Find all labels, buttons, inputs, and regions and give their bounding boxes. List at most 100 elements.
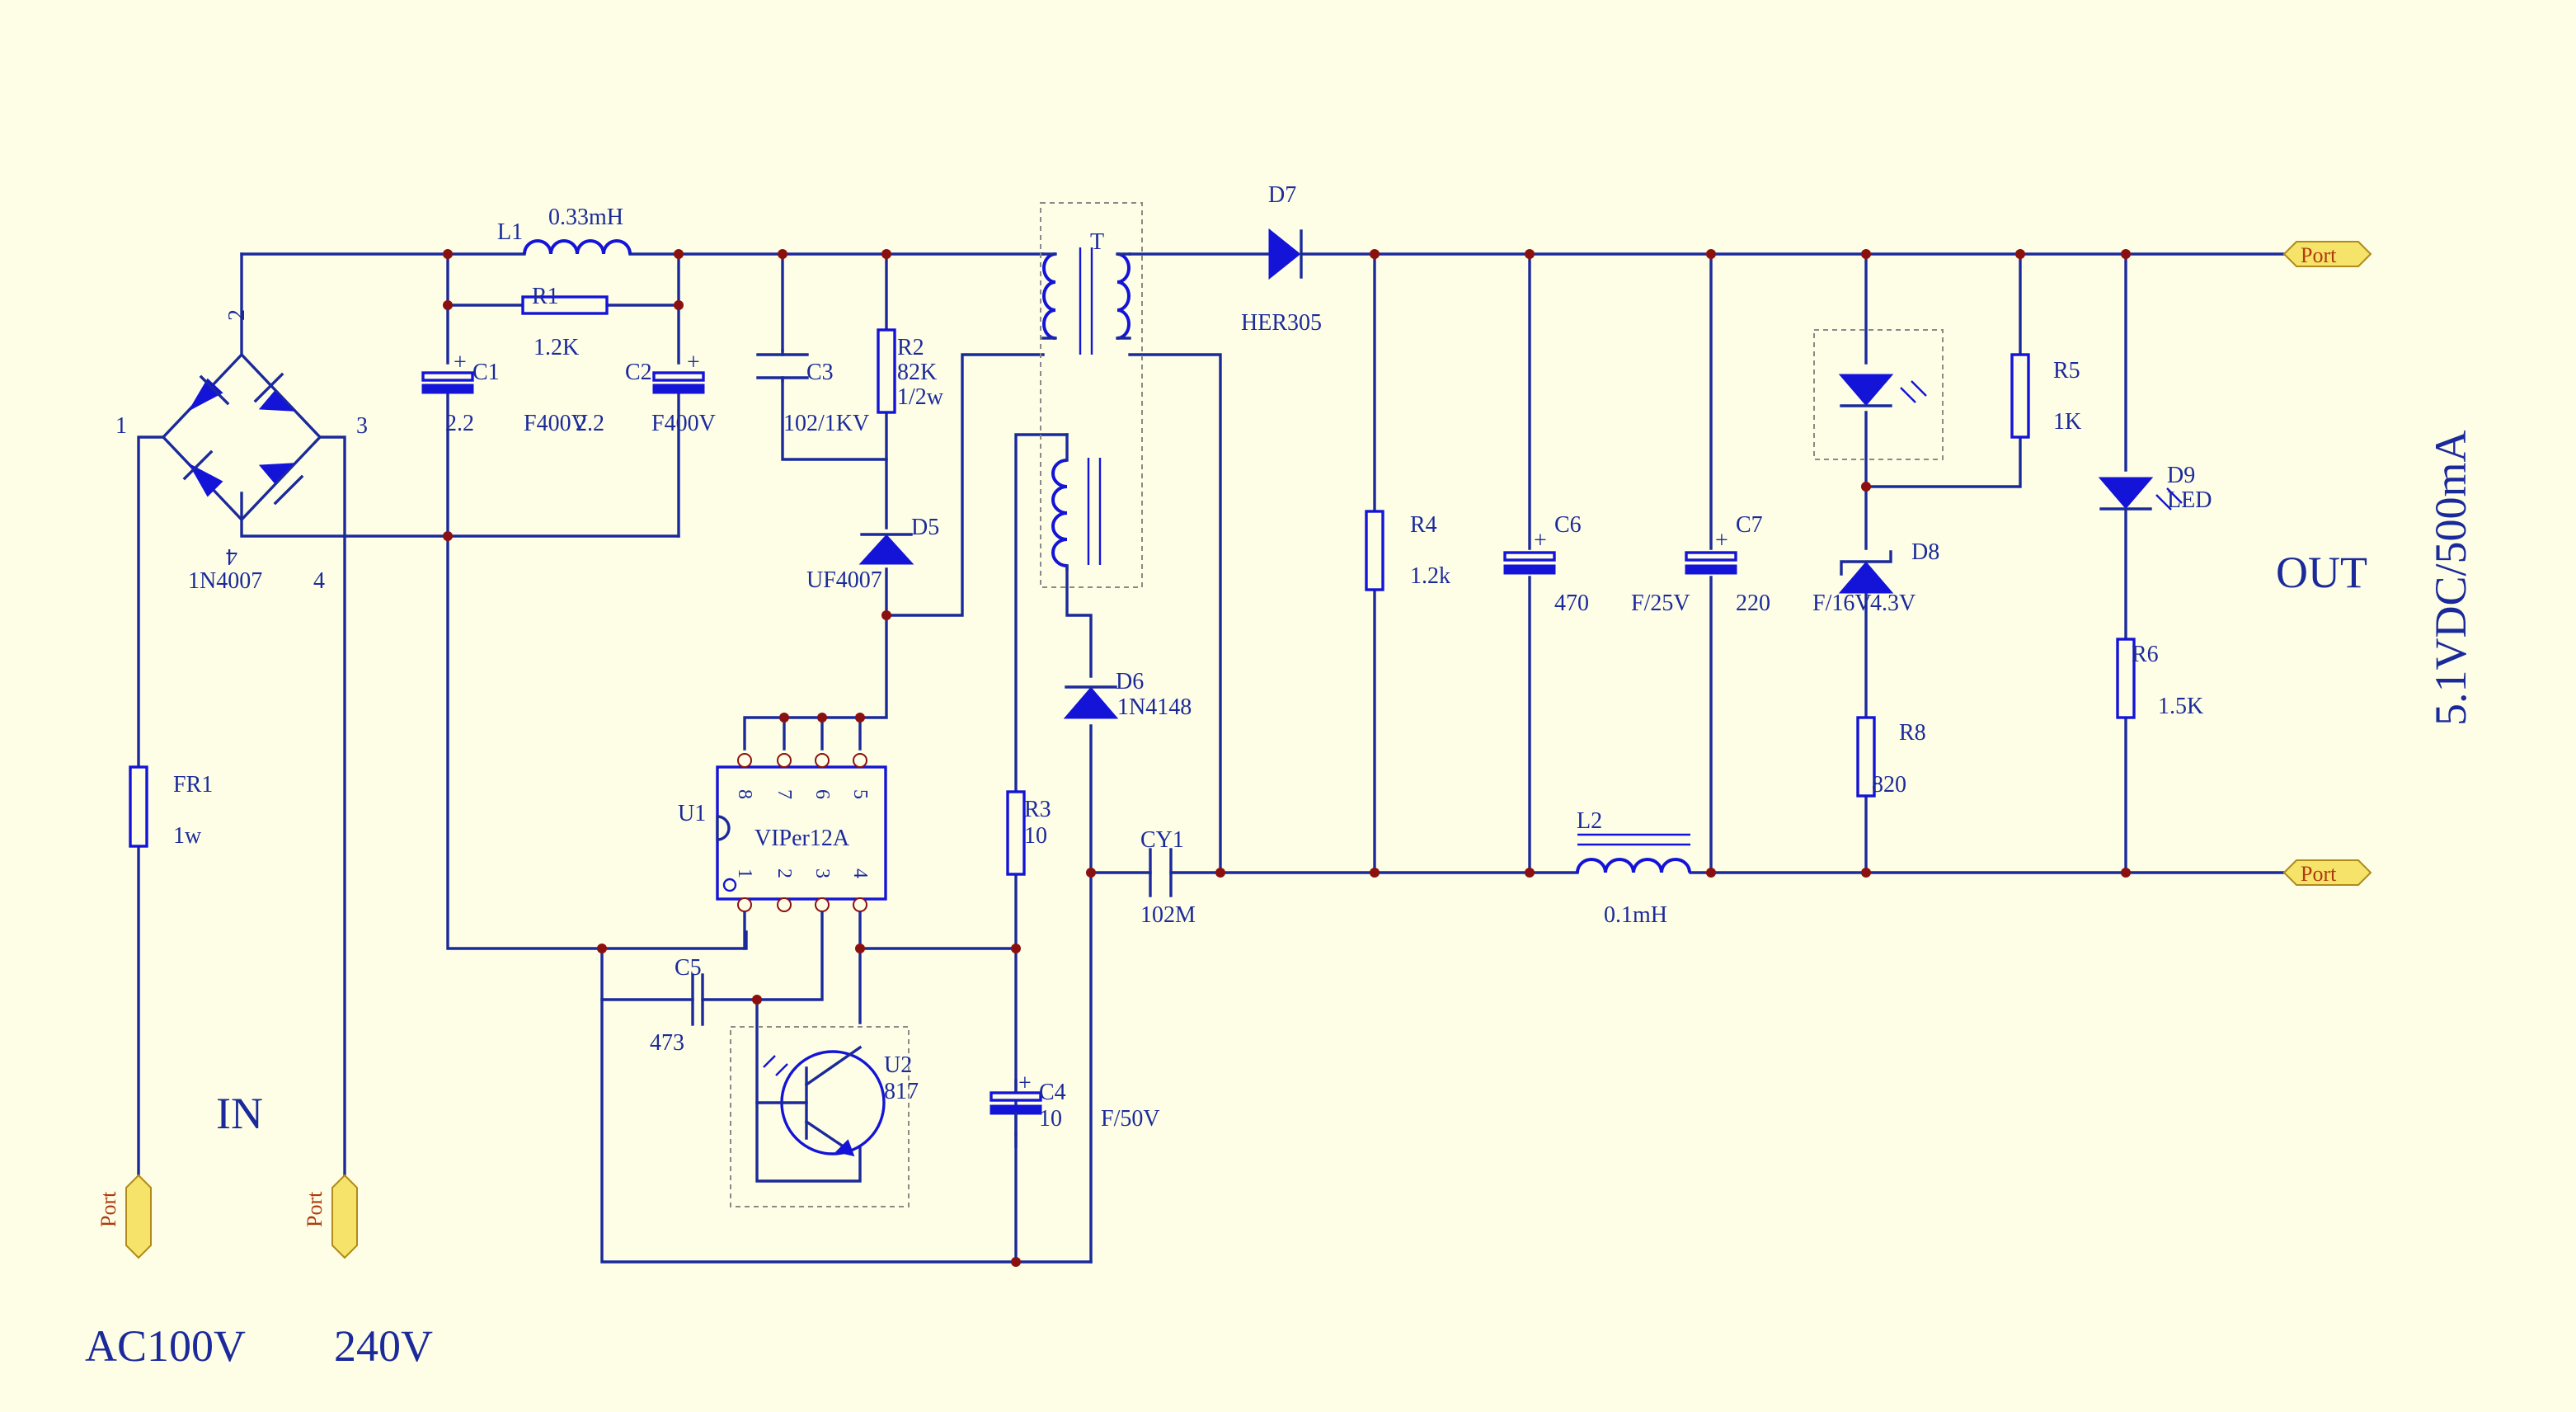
bridge-diode-2 [258, 390, 294, 412]
t-ref: T [1090, 229, 1104, 255]
input-port-left-label: Port [96, 1191, 120, 1227]
fr1-value: 1w [173, 823, 202, 849]
cy1-ref: CY1 [1140, 827, 1184, 853]
svg-text:+: + [1534, 528, 1547, 553]
junctions [443, 249, 2131, 1267]
c7-ref: C7 [1736, 512, 1763, 538]
bridge-part: 1N4007 [188, 568, 262, 594]
u1-viper12a [716, 753, 887, 912]
input-port-right-label: Port [303, 1191, 327, 1227]
c5-ref: C5 [675, 955, 702, 981]
r5-ref: R5 [2053, 358, 2080, 384]
input-voltage-high: 240V [334, 1321, 433, 1371]
c3-capacitor [756, 349, 809, 383]
d7-part: HER305 [1241, 310, 1322, 336]
d9-led [2098, 477, 2183, 511]
bridge-pin-3: 3 [356, 413, 368, 439]
bridge-pin-2: 2 [224, 309, 250, 321]
c6-rating: F/25V [1631, 591, 1690, 616]
t-transformer [1040, 202, 1143, 588]
c6-ref: C6 [1554, 512, 1582, 538]
d9-ref: D9 [2167, 463, 2195, 488]
svg-text:+: + [687, 350, 700, 375]
r5-resistor [2010, 353, 2030, 439]
u1-pin-2: 2 [773, 868, 795, 878]
u1-pin-7: 7 [773, 789, 795, 799]
fr1-fuse-resistor [129, 765, 148, 848]
d5-ref: D5 [911, 515, 939, 540]
r4-value: 1.2k [1410, 563, 1450, 589]
r2-value: 82K [897, 360, 937, 385]
c3-value: 102/1KV [783, 411, 869, 436]
output-label: OUT [2276, 548, 2367, 597]
r8-resistor [1856, 716, 1876, 798]
c4-capacitor: + [990, 1071, 1042, 1136]
u1-pin-4: 4 [849, 868, 871, 878]
output-port-top-label: Port [2301, 243, 2337, 267]
output-port-bottom-label: Port [2301, 862, 2337, 886]
c2-rating: F400V [651, 411, 716, 436]
d8-ref: D8 [1911, 539, 1939, 565]
cy1-capacitor [1149, 848, 1173, 897]
u2-part: 817 [884, 1079, 919, 1104]
bridge-diode-4 [258, 463, 294, 484]
d6-part: 1N4148 [1117, 694, 1192, 720]
u1-part: VIPer12A [754, 826, 850, 851]
c2-value: 2.2 [576, 411, 604, 436]
r4-ref: R4 [1410, 512, 1437, 538]
d6-diode [1063, 685, 1119, 719]
bridge-pin-1: 1 [115, 413, 127, 439]
input-label: IN [216, 1089, 263, 1138]
l1-ref: L1 [497, 219, 523, 245]
r2-resistor [877, 328, 896, 414]
r6-ref: R6 [2132, 642, 2159, 667]
r8-value: 820 [1872, 772, 1906, 798]
u2-ref: U2 [884, 1052, 912, 1078]
output-port-bottom [2282, 859, 2372, 886]
c7-value: 220 [1736, 591, 1770, 616]
u1-ref: U1 [678, 801, 706, 826]
r8-ref: R8 [1899, 720, 1926, 746]
bridge-pin-4: 4 [313, 568, 325, 594]
c5-capacitor [691, 973, 759, 1026]
wires [137, 252, 2286, 1264]
l2-inductor [1576, 833, 1691, 873]
c1-ref: C1 [472, 360, 500, 385]
bridge-pin-4b: 4 [226, 544, 237, 569]
r2-rating: 1/2w [897, 384, 944, 410]
l1-value: 0.33mH [548, 205, 623, 230]
d7-ref: D7 [1268, 182, 1296, 208]
d5-part: UF4007 [806, 567, 882, 593]
c4-rating: F/50V [1101, 1106, 1160, 1132]
input-voltage-low: AC100V [85, 1321, 246, 1371]
c7-rating: F/16V [1812, 591, 1872, 616]
c1-rating: F400V [524, 411, 588, 436]
input-port-left [125, 1174, 152, 1259]
d9-part: LED [2167, 487, 2212, 513]
r6-resistor [2116, 638, 2136, 719]
input-port-right [331, 1174, 358, 1259]
r3-resistor [1006, 790, 1026, 876]
d5-diode [858, 533, 914, 565]
labels: 1 2 3 4 4 1N4007 FR1 1w L1 0.33mH R1 1.2… [85, 182, 2475, 1371]
r2-ref: R2 [897, 335, 924, 360]
r5-value: 1K [2053, 409, 2081, 435]
c1-capacitor: + [421, 350, 474, 394]
c6-capacitor: + [1503, 528, 1556, 575]
c1-value: 2.2 [445, 411, 474, 436]
c4-ref: C4 [1039, 1080, 1066, 1105]
fr1-ref: FR1 [173, 772, 213, 798]
c5-value: 473 [650, 1030, 684, 1056]
c4-value: 10 [1039, 1106, 1062, 1132]
u1-pin-8: 8 [734, 789, 755, 799]
d8-zener [1838, 550, 1894, 594]
c3-ref: C3 [806, 360, 834, 385]
d8-value: 4.3V [1870, 591, 1916, 616]
bridge-rectifier [161, 352, 322, 522]
u1-pin-3: 3 [811, 868, 833, 878]
c6-value: 470 [1554, 591, 1589, 616]
cy1-value: 102M [1140, 902, 1196, 928]
d7-diode [1268, 228, 1303, 280]
r1-ref: R1 [532, 284, 559, 309]
